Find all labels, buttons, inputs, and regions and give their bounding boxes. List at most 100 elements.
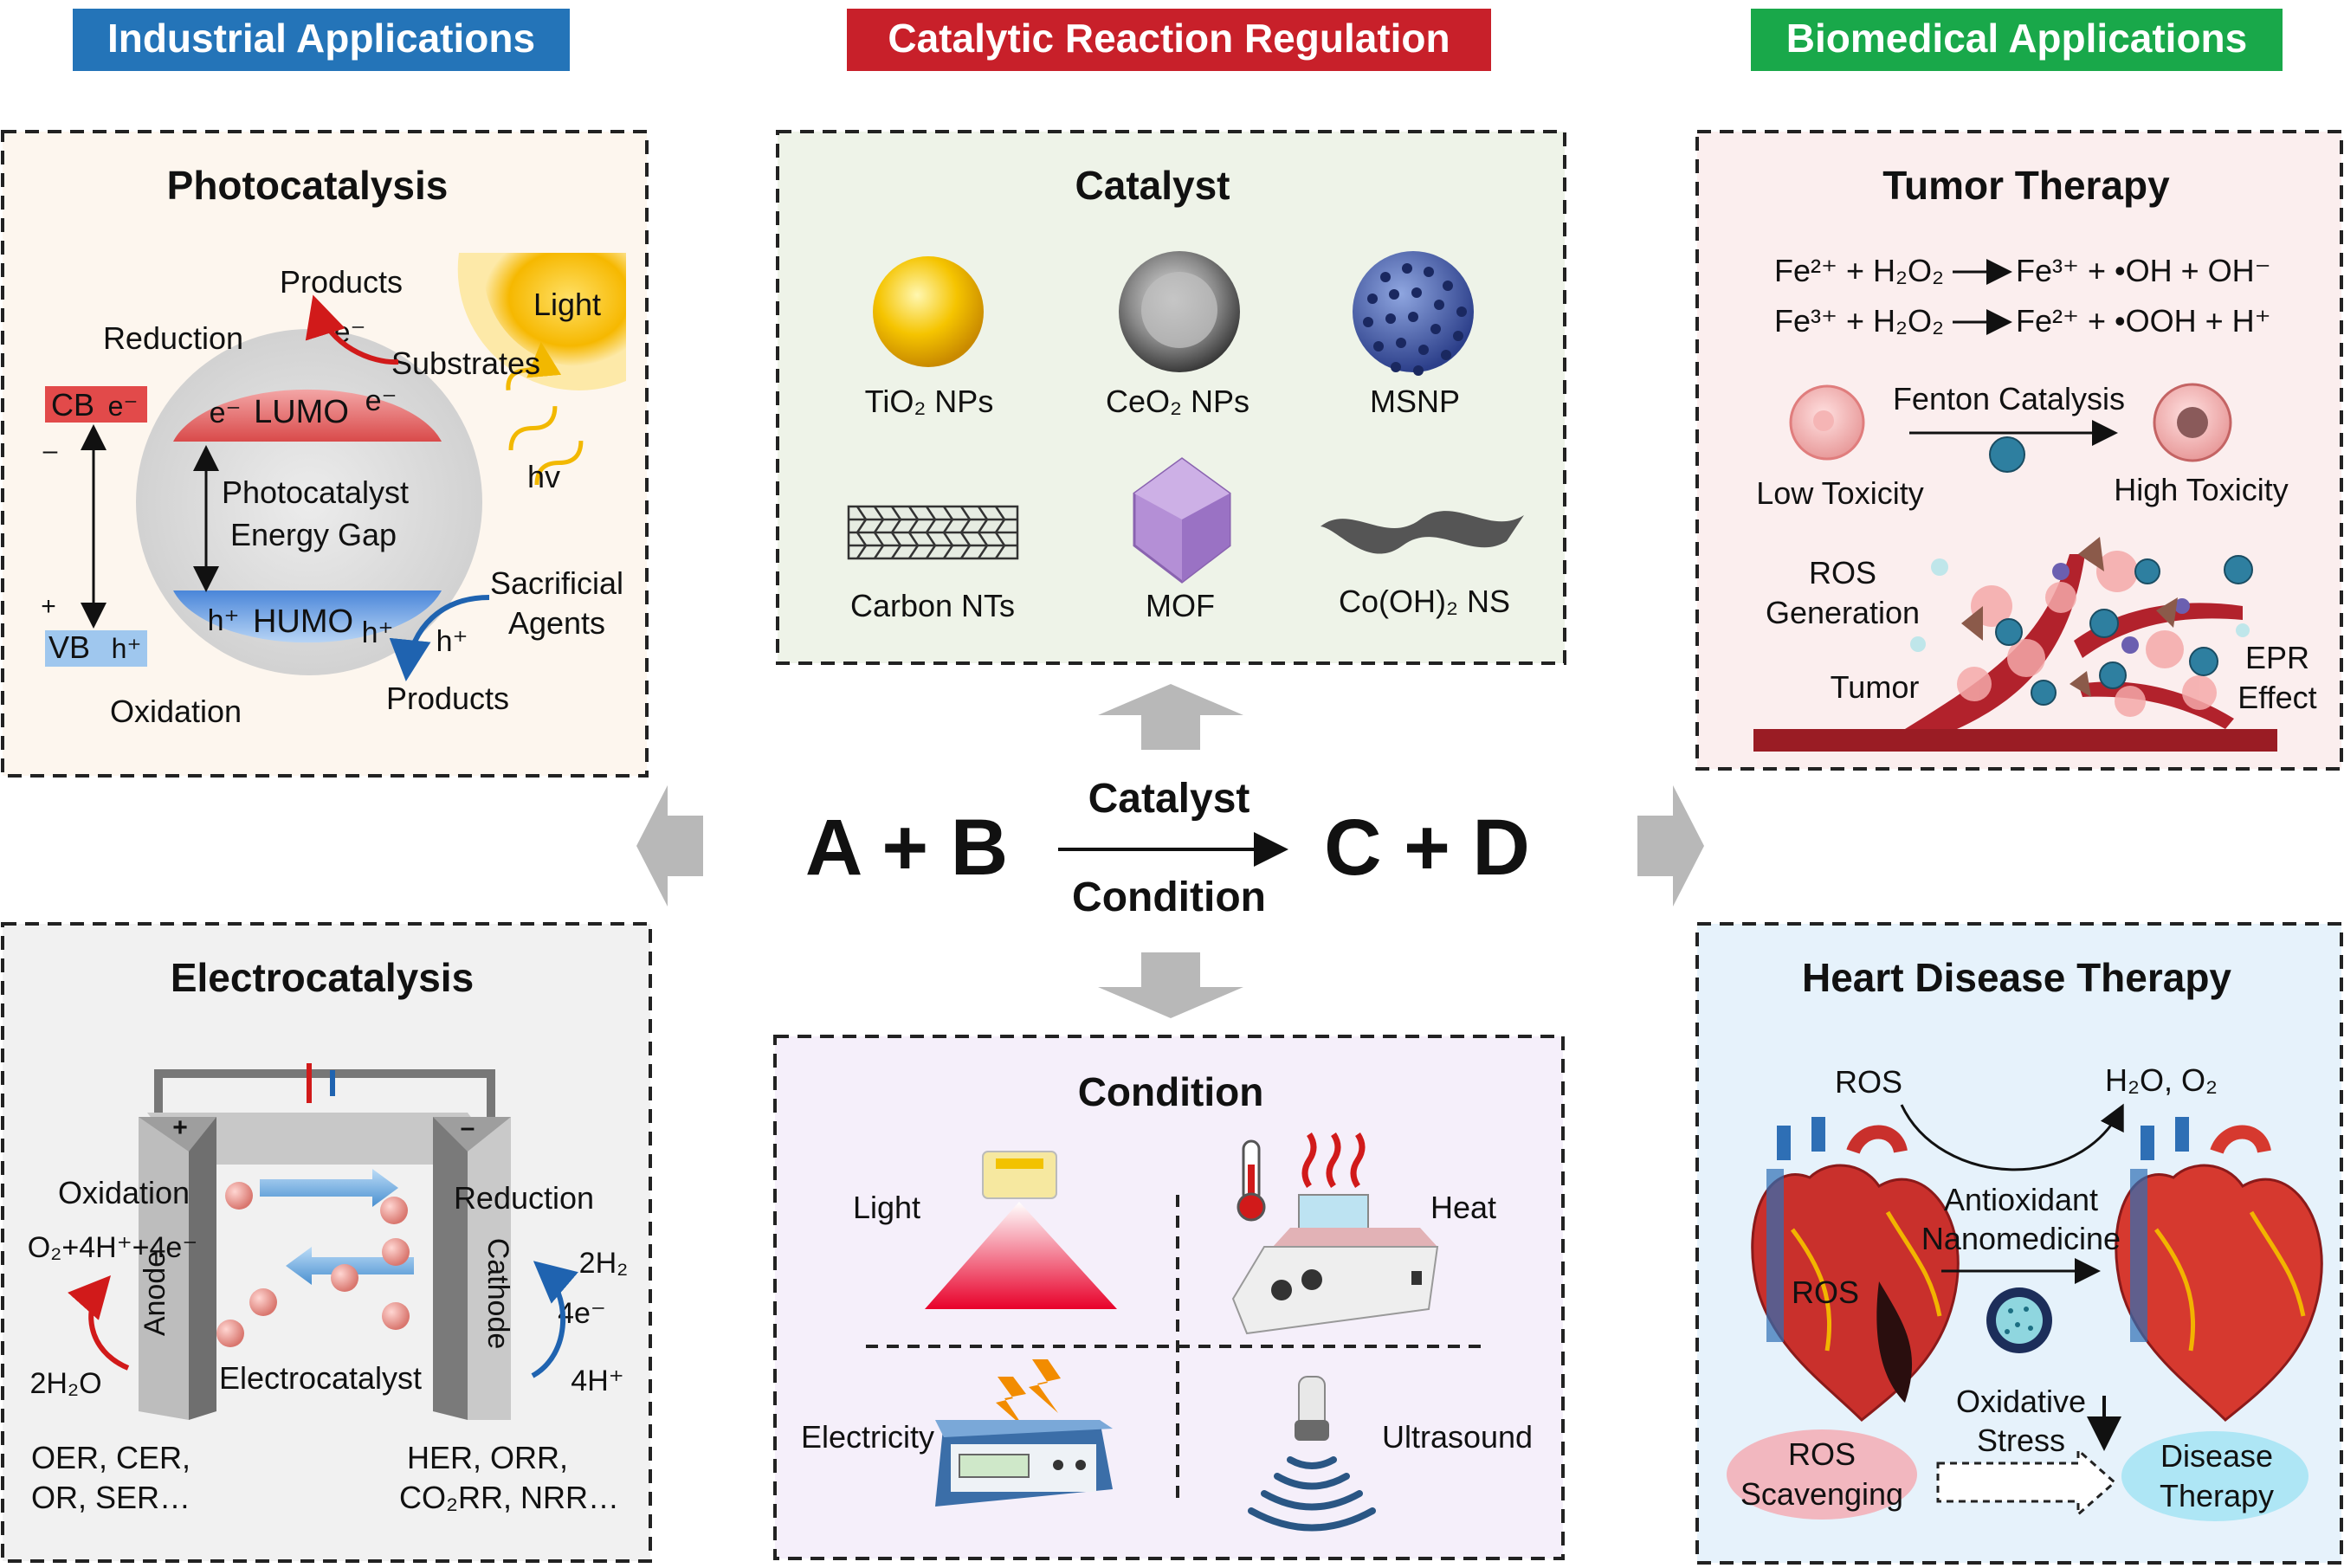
fenton-eq2-left: Fe³⁺ + H₂O₂ [1774, 303, 1944, 339]
photocatalysis-title: Photocatalysis [167, 163, 449, 208]
h2o-o2-label: H₂O, O₂ [2105, 1062, 2218, 1098]
header-biomedical-label: Biomedical Applications [1786, 16, 2248, 61]
heart-content: Heart Disease Therapy ROS H₂O, O₂ ROS An… [1727, 955, 2323, 1521]
humo-hole-2: h⁺ [362, 616, 394, 649]
sun-icon [457, 253, 626, 390]
oxidation-label: Oxidation [110, 694, 242, 729]
ros-heart-label: ROS [1792, 1274, 1859, 1310]
reduction-curve-arrow [305, 294, 399, 365]
heat-condition-label: Heat [1430, 1190, 1496, 1225]
humo-hole: h⁺ [208, 604, 240, 637]
ceo2-label: CeO₂ NPs [1106, 384, 1249, 419]
panel-condition [773, 1035, 1565, 1560]
epr-label: EPR [2245, 640, 2309, 675]
healthy-heart-icon [2115, 1117, 2323, 1423]
photocatalyst-label: Photocatalyst [222, 474, 409, 510]
h2o-label: 2H₂O [29, 1367, 101, 1400]
fenton-eq2-right: Fe²⁺ + •OOH + H⁺ [2016, 303, 2271, 339]
cb-box [45, 386, 147, 423]
cb-label: CB [51, 387, 94, 423]
header-catalytic-label: Catalytic Reaction Regulation [888, 16, 1450, 61]
antioxidant-nanoparticle-icon [1986, 1287, 2052, 1353]
msnp-label: MSNP [1370, 384, 1460, 419]
vb-plus: + [41, 592, 56, 621]
header-catalytic: Catalytic Reaction Regulation [847, 9, 1491, 71]
tumor-content: Tumor Therapy Fe²⁺ + H₂O₂ Fe³⁺ + •OH + O… [1753, 163, 2317, 752]
ultrasound-probe-icon [1248, 1376, 1376, 1532]
cooh2-nanosheet-icon [1321, 511, 1524, 554]
anode-label: Anode [139, 1251, 171, 1336]
damaged-heart-icon [1751, 1117, 1960, 1423]
hv-label: hv [527, 459, 560, 494]
ros-label: ROS [1809, 555, 1876, 590]
anode-side [189, 1117, 216, 1420]
hotplate-icon [1231, 1132, 1439, 1335]
cb-minus: – [43, 436, 58, 465]
e-minus-label: e⁻ [334, 316, 366, 349]
products-bottom-label: Products [386, 681, 509, 716]
cathode-reactions-2: CO₂RR, NRR… [399, 1480, 619, 1515]
vb-box [45, 630, 147, 667]
disease-therapy-label-1: Disease [2160, 1438, 2273, 1474]
vb-hole: h⁺ [112, 633, 142, 664]
cathode-label: Cathode [481, 1238, 514, 1350]
cathode-reactions-1: HER, ORR, [407, 1440, 568, 1475]
products-label: C + D [1324, 803, 1530, 892]
arrow-down-to-condition [1098, 952, 1243, 1018]
lumo-electron-2: e⁻ [365, 384, 397, 417]
header-biomedical: Biomedical Applications [1751, 9, 2283, 71]
products-top-label: Products [280, 264, 403, 300]
catalyst-label: Catalyst [1088, 776, 1250, 822]
antioxidant-label: Antioxidant [1944, 1182, 2098, 1217]
cb-electron: e⁻ [108, 390, 139, 422]
circuit-wire [154, 1069, 495, 1126]
power-supply-icon [935, 1359, 1113, 1507]
disease-therapy-bubble [2121, 1431, 2308, 1521]
laser-icon [925, 1151, 1117, 1309]
electrocatalysis-content: Electrocatalysis + – Anode Cathode [28, 955, 629, 1515]
oxidation-label-e: Oxidation [58, 1175, 190, 1210]
light-condition-label: Light [853, 1190, 920, 1225]
cooh2-label: Co(OH)₂ NS [1339, 584, 1510, 619]
carbon-nanotube-icon [847, 505, 1019, 560]
header-industrial: Industrial Applications [73, 9, 570, 71]
light-label: Light [533, 287, 601, 322]
vb-label: VB [48, 629, 90, 665]
header-industrial-label: Industrial Applications [107, 16, 535, 61]
anode-reactions-1: OER, CER, [31, 1440, 190, 1475]
four-h-label: 4H⁺ [571, 1365, 623, 1397]
lumo-label: LUMO [254, 394, 349, 430]
thermometer-icon [1237, 1139, 1266, 1222]
panel-electrocatalysis [1, 922, 652, 1563]
tumor-title: Tumor Therapy [1882, 163, 2170, 208]
msnp-icon [1353, 251, 1474, 376]
condition-label: Condition [1072, 874, 1266, 920]
ion-arrow-right [260, 1169, 398, 1207]
energy-gap-label: Energy Gap [230, 517, 397, 552]
stress-label: Stress [1977, 1423, 2065, 1458]
electrocatalyst-label: Electrocatalyst [219, 1360, 422, 1396]
ultrasound-condition-label: Ultrasound [1382, 1419, 1533, 1455]
generation-label: Generation [1766, 595, 1920, 630]
low-toxicity-label: Low Toxicity [1756, 475, 1923, 511]
reactants-label: A + B [805, 803, 1008, 892]
effect-label: Effect [2237, 680, 2316, 715]
oxidative-label: Oxidative [1956, 1384, 2086, 1419]
fenton-eq1-right: Fe³⁺ + •OH + OH⁻ [2016, 253, 2271, 288]
nanoparticle-icon [1989, 436, 2025, 473]
humo-band [173, 590, 442, 643]
cell-top [147, 1113, 507, 1165]
ros-scavenging-label-1: ROS [1788, 1436, 1856, 1472]
tio2-label: TiO₂ NPs [865, 384, 994, 419]
cathode-reaction-arrow [531, 1261, 578, 1378]
high-toxicity-label: High Toxicity [2114, 472, 2288, 507]
h2-label: 2H₂ [579, 1247, 629, 1280]
carbon-nt-label: Carbon NTs [850, 588, 1015, 623]
center-reaction: A + B C + D Catalyst Condition [805, 776, 1530, 920]
anode-reactions-2: OR, SER… [31, 1480, 190, 1515]
ros-scavenging-bubble [1727, 1429, 1917, 1520]
mof-icon [1133, 457, 1231, 584]
oxidation-curve-arrow [389, 595, 490, 681]
ros-top-label: ROS [1835, 1064, 1902, 1100]
